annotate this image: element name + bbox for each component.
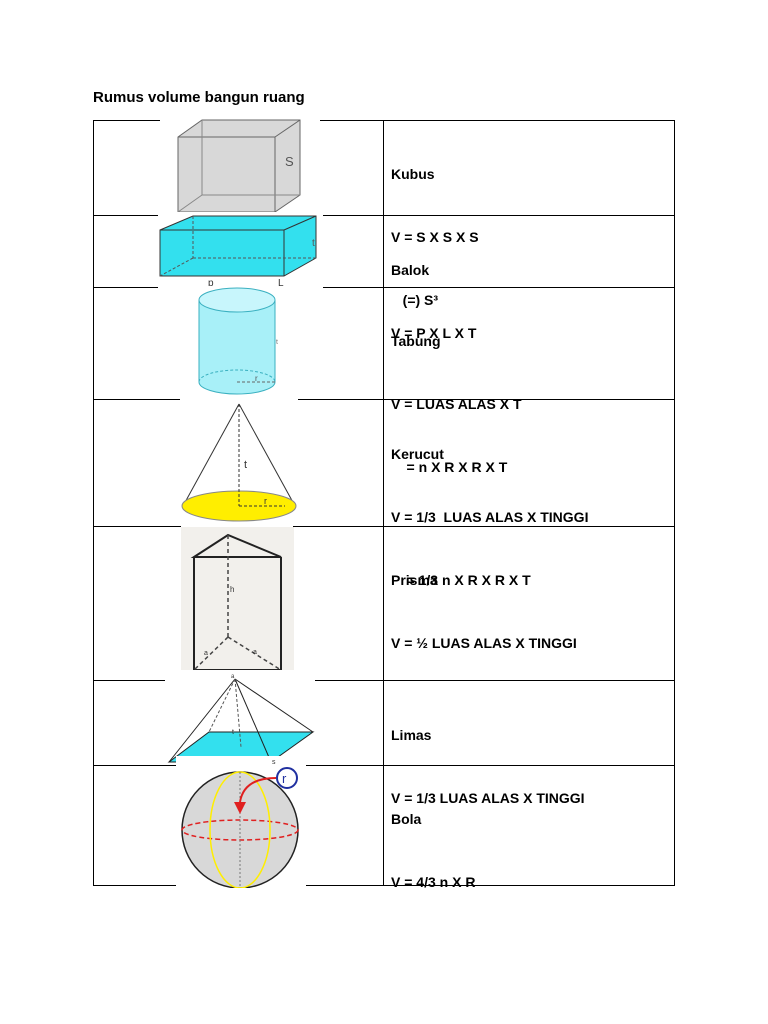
formula-table: Kubus V = S X S X S (=) S³ Balok V = P X…: [93, 120, 675, 890]
row-divider: [293, 526, 675, 527]
figure-label: t: [232, 729, 234, 736]
figure-label: p: [208, 278, 214, 288]
row-divider: [93, 399, 183, 400]
cylinder-figure: t r: [183, 286, 295, 398]
figure-label: r: [264, 496, 267, 506]
row-bola: Bola V = 4/3 n X R: [391, 767, 475, 935]
shape-name: Kerucut: [391, 446, 444, 462]
row-kubus: Kubus V = S X S X S (=) S³: [391, 122, 479, 353]
row-kerucut: Kerucut V = 1/3 LUAS ALAS X TINGGI = 1/3…: [391, 402, 588, 633]
formula-line: V = ½ LUAS ALAS X TINGGI: [391, 635, 577, 651]
figure-label: t: [276, 339, 278, 346]
figure-label: t: [244, 459, 247, 471]
prism-figure: h a a: [181, 527, 294, 682]
row-divider: [315, 680, 675, 681]
shape-name: Tabung: [391, 333, 441, 349]
formula-line: (=) S³: [391, 292, 439, 308]
figure-label: a: [231, 674, 235, 680]
row-divider: [319, 215, 675, 216]
column-divider: [383, 120, 384, 886]
row-limas: Limas V = 1/3 LUAS ALAS X TINGGI: [391, 683, 585, 851]
row-balok: Balok V = P X L X T: [391, 218, 476, 386]
row-divider: [295, 399, 675, 400]
formula-line: = 1/3 n X R X R X T: [391, 572, 531, 588]
formula-line: V = S X S X S: [391, 229, 479, 245]
row-divider: [93, 287, 675, 288]
figure-label: s: [272, 759, 276, 766]
shape-name: Limas: [391, 727, 432, 743]
table-border: [93, 120, 675, 886]
formula-line: = n X R X R X T: [391, 459, 508, 475]
formula-line: V = P X L X T: [391, 325, 477, 341]
row-divider: [93, 680, 165, 681]
formula-line: V = 4/3 n X R: [391, 874, 476, 890]
cuboid-figure: t p L: [158, 212, 323, 288]
row-tabung: Tabung V = LUAS ALAS X T = n X R X R X T: [391, 289, 522, 520]
figure-label: r: [255, 374, 258, 383]
row-prisma: Prisma V = ½ LUAS ALAS X TINGGI: [391, 528, 577, 696]
formula-line: V = LUAS ALAS X T: [391, 396, 522, 412]
row-divider: [93, 526, 181, 527]
sphere-figure: r s: [176, 756, 306, 888]
shape-name: Prisma: [391, 572, 438, 588]
figure-label: a: [204, 650, 208, 657]
formula-line: V = 1/3 LUAS ALAS X TINGGI: [391, 509, 589, 525]
row-divider: [93, 765, 675, 766]
shape-name: Balok: [391, 262, 430, 278]
row-divider: [93, 215, 161, 216]
figure-label: L: [278, 278, 284, 288]
shape-name: Kubus: [391, 166, 435, 182]
document-title: Rumus volume bangun ruang: [93, 89, 305, 106]
figure-label: a: [253, 649, 257, 656]
figure-label: S: [285, 154, 294, 169]
figure-label: r: [282, 771, 287, 786]
formula-line: V = 1/3 LUAS ALAS X TINGGI: [391, 790, 585, 806]
figure-label: t: [312, 238, 315, 249]
pyramid-figure: a t: [165, 670, 315, 765]
cone-figure: t r: [180, 398, 298, 526]
cube-figure: S: [160, 115, 320, 215]
figure-label: h: [230, 585, 234, 594]
shape-name: Bola: [391, 811, 422, 827]
